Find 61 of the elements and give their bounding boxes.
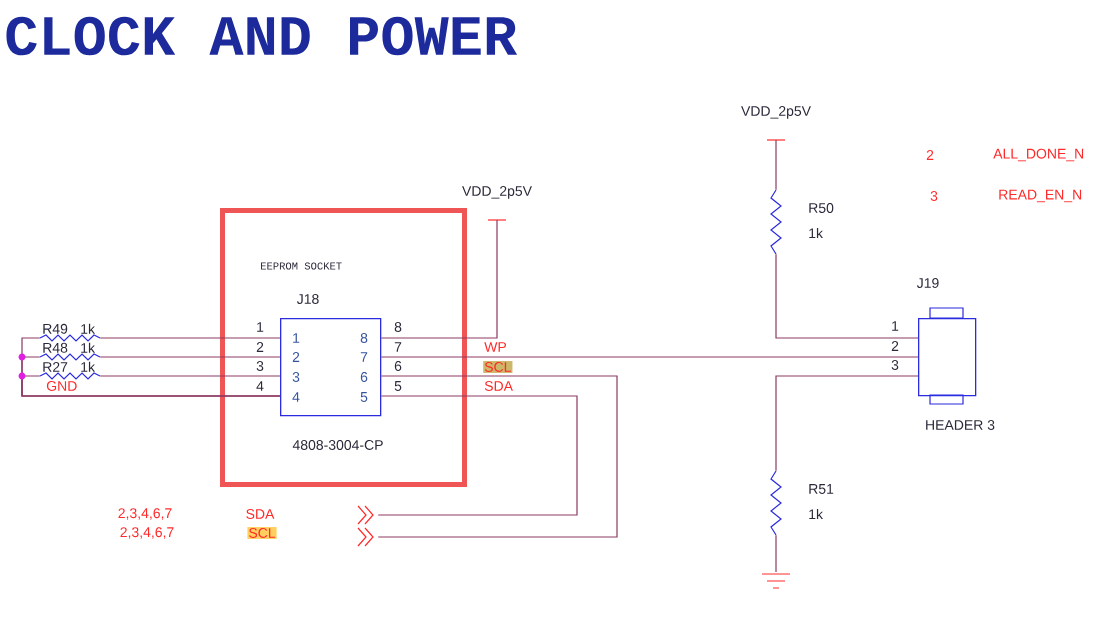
resistor-label: R48 <box>43 342 68 353</box>
part-number: 4808-3004-CP <box>292 440 383 450</box>
net-label: SCL <box>247 527 277 539</box>
net-label: WP <box>483 341 508 353</box>
off-page-connector <box>357 527 374 547</box>
wire <box>377 375 618 538</box>
pin-number: 5 <box>394 381 402 391</box>
pin-number: 8 <box>394 322 402 332</box>
wire <box>775 253 919 339</box>
pin-number: 1 <box>892 321 899 331</box>
pin-number: 2 <box>926 150 934 160</box>
pin-number: 8 <box>360 333 368 343</box>
pin-number: 4 <box>256 381 264 391</box>
title: CLOCK AND POWER <box>6 16 518 56</box>
wire <box>380 219 498 339</box>
net-label: SCL <box>483 361 513 373</box>
resistor-value: 1k <box>809 508 823 520</box>
sheet-reference: 2,3,4,6,7 <box>118 508 172 520</box>
resistor-value: 1k <box>81 361 95 372</box>
pin-number: 1 <box>293 333 300 343</box>
wire <box>775 139 777 191</box>
net-label: GND <box>45 380 79 392</box>
pin-number: 3 <box>256 361 264 371</box>
wire <box>21 375 281 397</box>
pin-number: 3 <box>930 191 938 201</box>
pin-number: 3 <box>891 360 899 370</box>
sheet-reference: 2,3,4,6,7 <box>120 527 174 539</box>
pin-number: 3 <box>292 372 300 382</box>
wire <box>99 337 281 339</box>
pin-number: 7 <box>394 342 402 352</box>
pin-number: 5 <box>360 392 368 402</box>
net-label: SDA <box>246 509 275 519</box>
wire <box>377 395 578 516</box>
resistor-value: 1k <box>809 227 823 239</box>
part-label: J19 <box>916 278 939 288</box>
wire <box>99 375 281 377</box>
resistor-label: R49 <box>43 323 68 334</box>
wire <box>380 356 919 358</box>
pin-number: 2 <box>891 341 899 351</box>
wire <box>775 534 777 573</box>
pin-number: 1 <box>257 322 264 332</box>
pin-number: 2 <box>256 342 264 352</box>
resistor-value: 1k <box>81 342 95 353</box>
net-label: SDA <box>483 380 514 392</box>
signal-name: ALL_DONE_N <box>993 148 1084 162</box>
resistor-label: R27 <box>43 362 68 372</box>
wire <box>99 356 281 358</box>
ground-symbol <box>761 573 791 589</box>
resistor-label: R50 <box>809 203 834 213</box>
part-number: HEADER 3 <box>926 420 995 430</box>
pin-number: 4 <box>292 392 300 402</box>
signal-name: READ_EN_N <box>999 189 1082 203</box>
pin-number: 6 <box>360 372 368 382</box>
resistor-value: 1k <box>81 323 95 334</box>
resistor-label: R51 <box>809 484 834 494</box>
pin-number: 6 <box>394 361 402 371</box>
pin-number: 2 <box>292 352 300 362</box>
off-page-connector <box>357 505 374 525</box>
pin-number: 7 <box>360 352 368 362</box>
part-label: J18 <box>296 294 319 304</box>
wire <box>775 375 919 472</box>
